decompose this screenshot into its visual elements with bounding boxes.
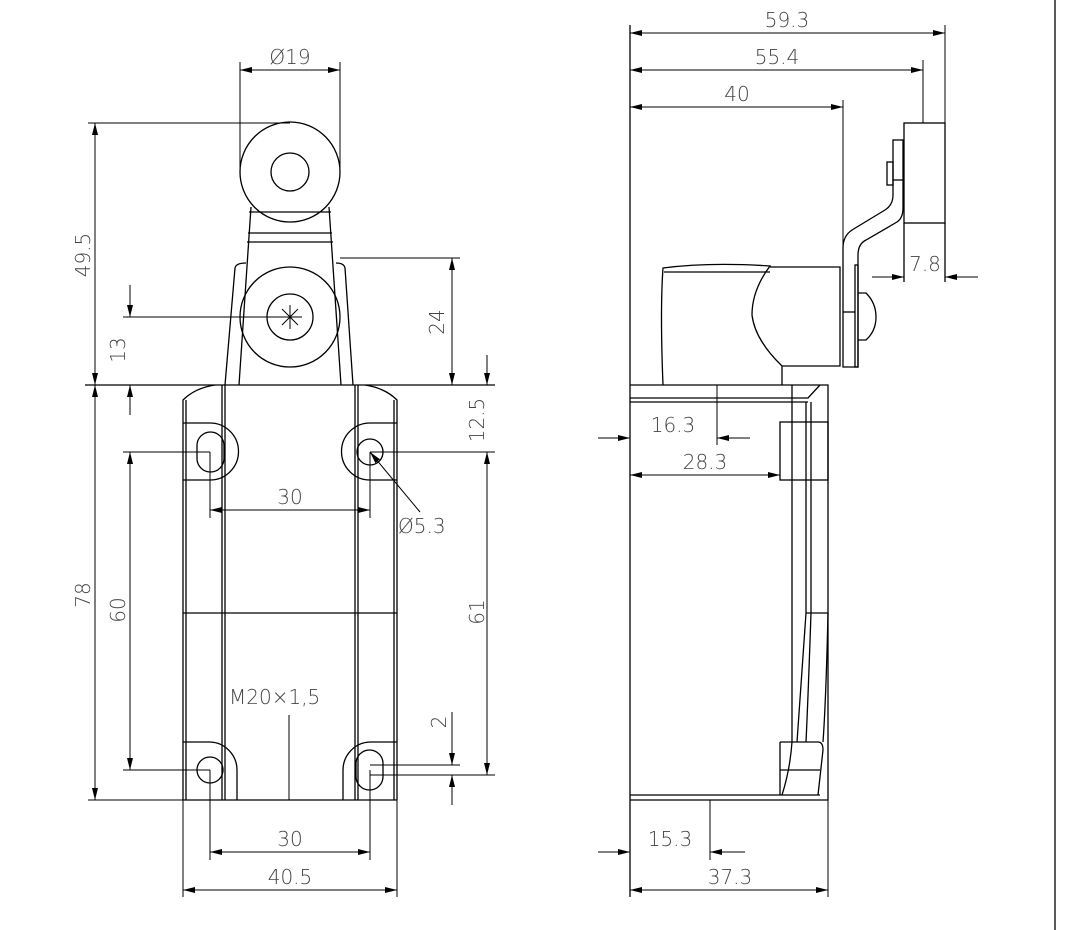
front-view: Ø19 49.5 13 24 12.5 78 60 61 2 30 Ø5.3 M… — [71, 45, 495, 897]
dim-thread: M20×1,5 — [229, 685, 320, 709]
side-view: 59.3 55.4 40 7.8 16.3 28.3 15.3 37.3 — [598, 8, 978, 897]
roller-side — [903, 122, 946, 224]
body-outline — [182, 384, 398, 800]
dim-lever-height: 49.5 — [71, 233, 95, 278]
dim-body-depth: 37.3 — [708, 865, 753, 889]
lever-bracket — [842, 180, 904, 368]
roller — [239, 121, 341, 223]
dim-hole-spacing-bottom: 30 — [277, 827, 302, 851]
dim-roller-depth: 55.4 — [755, 45, 800, 69]
dim-roller-diameter: Ø19 — [269, 45, 310, 69]
dim-lever-depth: 40 — [724, 82, 749, 106]
dim-hole-depth: 16.3 — [651, 413, 696, 437]
dim-hole-spacing-vertical-right: 61 — [465, 599, 489, 624]
dim-top-hole-offset: 12.5 — [465, 398, 489, 443]
roller-axle — [270, 152, 310, 192]
dim-hole-spacing-top: 30 — [277, 485, 302, 509]
dim-body-width: 40.5 — [268, 865, 313, 889]
lever-screw — [858, 292, 877, 341]
lever-arm — [238, 206, 342, 386]
dim-roller-width: 7.8 — [909, 252, 941, 276]
dim-conduit-offset: 15.3 — [648, 827, 693, 851]
conduit-block — [779, 741, 824, 796]
dim-body-height: 78 — [71, 582, 95, 607]
dim-total-depth: 59.3 — [765, 8, 810, 32]
head-housing — [224, 262, 354, 386]
dim-hole-spacing-vertical-left: 60 — [106, 597, 130, 622]
body-side — [630, 384, 829, 801]
dim-cover-depth: 28.3 — [683, 450, 728, 474]
dim-slot-length: 2 — [427, 716, 451, 729]
lever-clamp — [892, 139, 904, 181]
cover-latch — [779, 421, 829, 481]
actuator-head — [660, 263, 783, 386]
dim-hole-diameter: Ø5.3 — [398, 514, 446, 538]
dim-head-height: 24 — [425, 309, 449, 334]
dim-pivot-height: 13 — [106, 337, 130, 362]
